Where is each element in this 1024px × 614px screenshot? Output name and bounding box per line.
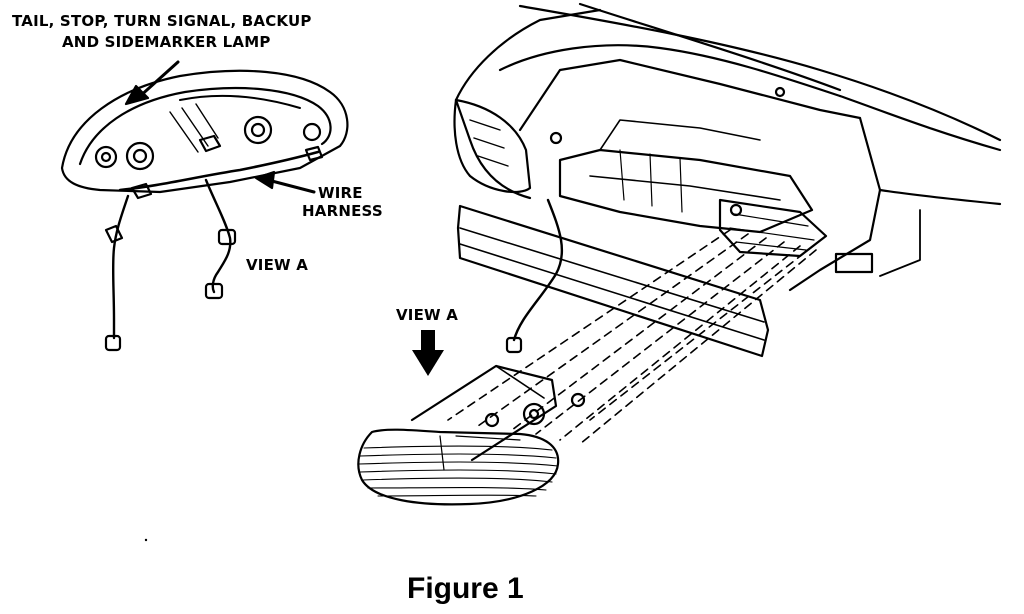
lamp-label-line1: TAIL, STOP, TURN SIGNAL, BACKUP (12, 12, 312, 30)
view-a-label-left: VIEW A (246, 256, 309, 274)
stray-dot (144, 538, 148, 542)
figure-caption: Figure 1 (407, 572, 524, 605)
lamp-label-line2: AND SIDEMARKER LAMP (62, 33, 271, 51)
wire-label-line2: HARNESS (302, 202, 383, 220)
view-a-label-right: VIEW A (396, 306, 459, 324)
wire-label-line1: WIRE (318, 184, 363, 202)
view-a-arrow (412, 330, 444, 376)
removed-tail-lamp (357, 364, 586, 506)
vehicle-rear (453, 2, 1002, 358)
tail-lamp-assembly (60, 60, 349, 352)
